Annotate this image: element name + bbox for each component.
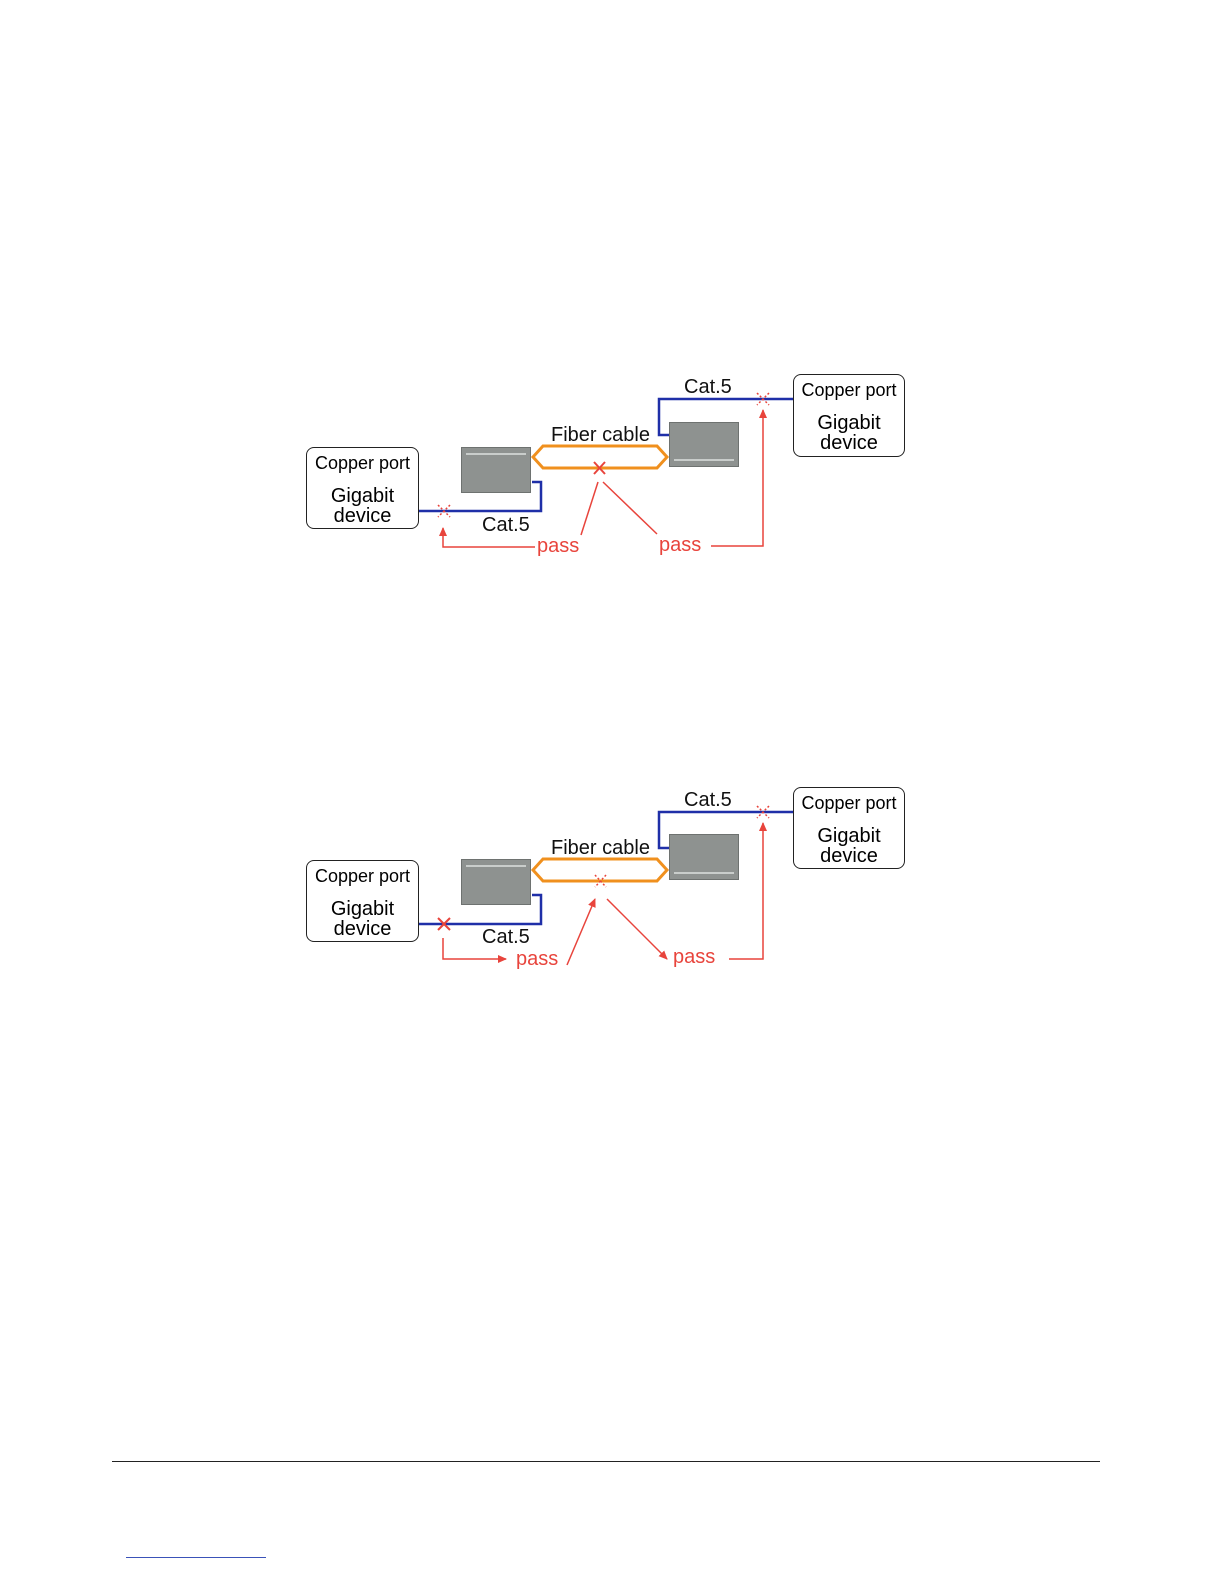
pass-line-left (581, 482, 598, 535)
fiber-cable (533, 859, 667, 881)
diagram-1: Copper port Gigabit device Copper port G… (0, 370, 1224, 590)
cat5-label-right: Cat.5 (684, 377, 732, 397)
left-device-name-line2: device (307, 919, 418, 939)
cat5-label-right: Cat.5 (684, 790, 732, 810)
left-device-port-label: Copper port (307, 867, 418, 885)
right-device-port-label: Copper port (794, 381, 904, 399)
pass-arrow-to-fiber (567, 899, 595, 965)
left-device-name-line1: Gigabit (307, 486, 418, 506)
footer-divider (112, 1461, 1100, 1462)
diagram-2-lines (0, 783, 1224, 1003)
left-gigabit-device: Copper port Gigabit device (306, 447, 419, 529)
right-gigabit-device: Copper port Gigabit device (793, 787, 905, 869)
right-device-name-line2: device (794, 846, 904, 866)
right-device-name-line1: Gigabit (794, 413, 904, 433)
right-device-port-label: Copper port (794, 794, 904, 812)
cat5-label-left: Cat.5 (482, 927, 530, 947)
right-device-name-line1: Gigabit (794, 826, 904, 846)
pass-line-right (603, 482, 657, 534)
left-device-name-line2: device (307, 506, 418, 526)
fiber-cable-label: Fiber cable (551, 425, 650, 445)
pass-label-left: pass (516, 949, 558, 969)
fiber-cable (533, 446, 667, 468)
media-converter-right (669, 422, 739, 467)
fiber-cable-label: Fiber cable (551, 838, 650, 858)
cat5-label-left: Cat.5 (482, 515, 530, 535)
pass-arrow-from-fiber (607, 899, 667, 959)
pass-label-right: pass (673, 947, 715, 967)
diagram-2: Copper port Gigabit device Copper port G… (0, 783, 1224, 1003)
left-gigabit-device: Copper port Gigabit device (306, 860, 419, 942)
left-device-port-label: Copper port (307, 454, 418, 472)
media-converter-left (461, 859, 531, 905)
pass-label-left: pass (537, 536, 579, 556)
right-device-name-line2: device (794, 433, 904, 453)
pass-label-right: pass (659, 535, 701, 555)
footer-link-underline[interactable] (126, 1557, 266, 1558)
media-converter-right (669, 834, 739, 880)
media-converter-left (461, 447, 531, 493)
diagram-1-lines (0, 370, 1224, 590)
right-gigabit-device: Copper port Gigabit device (793, 374, 905, 457)
left-device-name-line1: Gigabit (307, 899, 418, 919)
